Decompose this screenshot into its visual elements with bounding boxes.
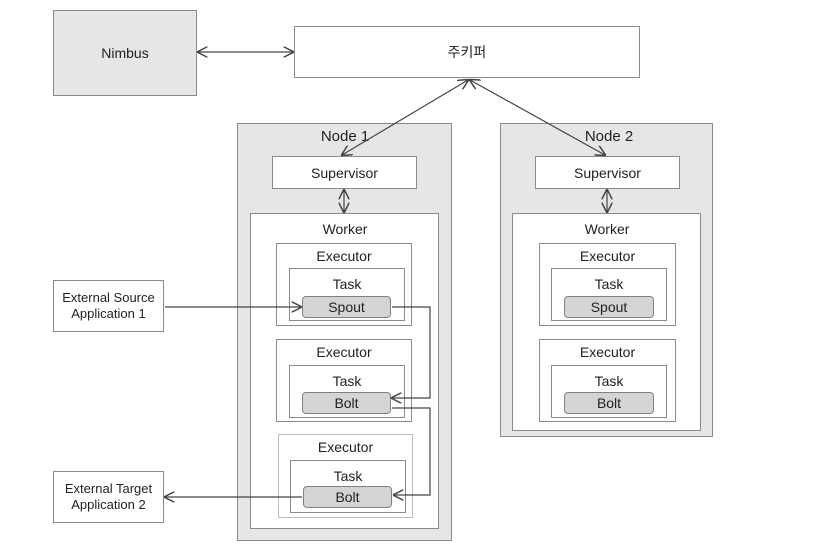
node-1-executor-3-label: Executor [317, 439, 374, 455]
node-1-supervisor: Supervisor [272, 156, 417, 189]
node-1-bolt-2: Bolt [303, 486, 392, 508]
node-2-executor-1-label: Executor [579, 248, 636, 264]
node-2-spout: Spout [564, 296, 654, 318]
node-1-task-1-label: Task [332, 276, 362, 292]
nimbus-box: Nimbus [53, 10, 197, 96]
zookeeper-node1-arrow [342, 80, 468, 155]
node-2-supervisor-label: Supervisor [574, 164, 641, 181]
zookeeper-node2-arrow [470, 80, 605, 155]
node-2-task-1-label: Task [594, 276, 624, 292]
node-2-bolt: Bolt [564, 392, 654, 414]
external-source-line-1: External Source [62, 290, 155, 305]
external-target-line-1: External Target [64, 481, 153, 496]
nimbus-label: Nimbus [101, 45, 149, 61]
node-2-worker-label: Worker [584, 221, 630, 237]
node-2-supervisor: Supervisor [535, 156, 680, 189]
node-2-executor-2-label: Executor [579, 344, 636, 360]
node-1-bolt-1: Bolt [302, 392, 391, 414]
node-1-task-3-label: Task [333, 468, 363, 484]
node-1-executor-1-label: Executor [316, 248, 372, 264]
node-1-task-2-label: Task [332, 373, 362, 389]
node-1-executor-2-label: Executor [316, 344, 372, 360]
external-source-line-2: Application 1 [71, 306, 146, 321]
node-1-spout: Spout [302, 296, 391, 318]
external-target-line-2: Application 2 [71, 497, 146, 512]
zookeeper-box: 주키퍼 [294, 26, 640, 78]
spout-to-bolt-arrow [392, 306, 431, 398]
node-1-worker-label: Worker [322, 221, 368, 237]
node-1-supervisor-label: Supervisor [311, 164, 378, 181]
external-target-box: External Target Application 2 [53, 471, 164, 523]
external-source-box: External Source Application 1 [53, 280, 164, 332]
node-2-task-2-label: Task [594, 373, 624, 389]
zookeeper-label: 주키퍼 [447, 44, 487, 60]
bolt-to-bolt-arrow [392, 407, 431, 495]
